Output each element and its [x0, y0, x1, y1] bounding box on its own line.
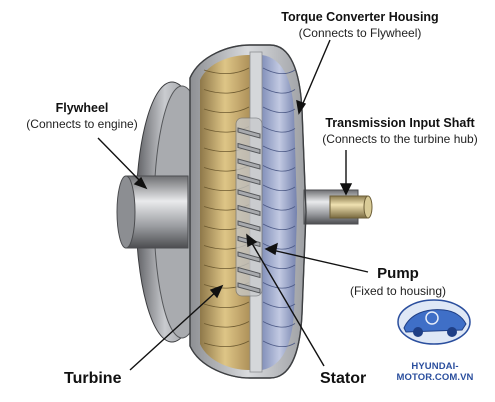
pump-title: Pump — [338, 265, 458, 284]
stator-label: Stator — [320, 370, 366, 388]
housing-title: Torque Converter Housing — [265, 10, 455, 26]
shaft-subtitle: (Connects to the turbine hub) — [306, 132, 494, 147]
flywheel-label: Flywheel (Connects to engine) — [12, 101, 152, 132]
watermark-logo-icon — [398, 300, 470, 344]
shaft-label: Transmission Input Shaft (Connects to th… — [306, 116, 494, 147]
flywheel-subtitle: (Connects to engine) — [12, 117, 152, 132]
watermark-text: HYUNDAI-MOTOR.COM.VN — [379, 361, 491, 383]
input-shaft-part — [304, 190, 372, 224]
housing-leader — [301, 40, 330, 108]
turbine-label: Turbine — [64, 370, 121, 388]
housing-label: Torque Converter Housing (Connects to Fl… — [265, 10, 455, 41]
pump-label: Pump (Fixed to housing) — [338, 265, 458, 299]
stator-part — [236, 118, 262, 296]
shaft-title: Transmission Input Shaft — [306, 116, 494, 132]
flywheel-leader — [98, 138, 143, 184]
housing-subtitle: (Connects to Flywheel) — [265, 26, 455, 41]
flywheel-title: Flywheel — [12, 101, 152, 117]
pump-subtitle: (Fixed to housing) — [338, 284, 458, 299]
